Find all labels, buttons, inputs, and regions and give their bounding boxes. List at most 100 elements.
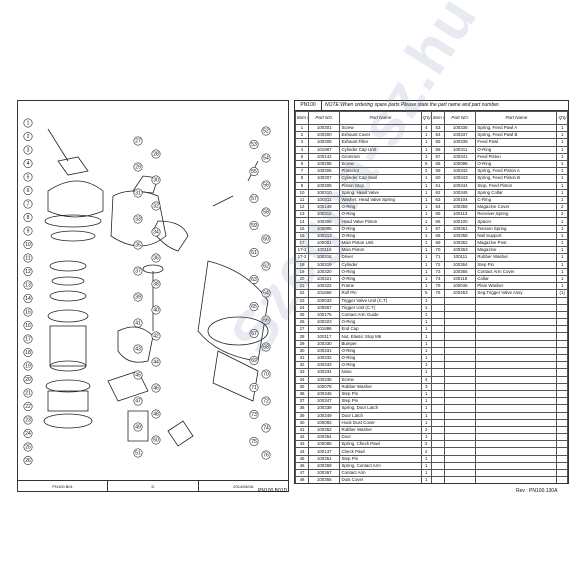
diagram-callouts: 1234567891011121314151617181920212223242… (23, 118, 271, 465)
cell-part-name: O-Ring (339, 274, 422, 284)
cell-part-name: Cylinder (339, 260, 422, 269)
callout-bubble (261, 288, 271, 298)
callout-number: 37 (135, 269, 141, 275)
cell-part-no (444, 353, 477, 363)
callout-number: 32 (153, 204, 159, 210)
callout-bubble (249, 221, 259, 231)
cell-item-no: 70 (430, 246, 446, 255)
cell-qty: 1 (420, 203, 432, 212)
callout-number: 11 (25, 256, 30, 262)
cell-qty: 1 (556, 274, 568, 284)
callout-number: 48 (153, 412, 159, 418)
cell-item-no: 13 (295, 210, 310, 219)
cell-item-no: 17 (295, 238, 310, 248)
callout-bubble (23, 401, 33, 411)
callout-number: 61 (251, 250, 257, 256)
callout-bubble (133, 188, 143, 198)
col-part-name-2: Part Name (475, 111, 558, 125)
cell-qty (556, 389, 568, 399)
callout-number: 63 (251, 277, 257, 283)
cell-item-no (430, 440, 446, 449)
callout-bubble (133, 292, 143, 302)
cell-item-no: 71 (430, 253, 446, 262)
drawing-number: PN100.B01D (258, 488, 288, 494)
cell-qty (556, 310, 568, 320)
callout-bubble (23, 213, 33, 223)
cell-part-no: 100337 (444, 131, 477, 140)
callout-bubble (133, 214, 143, 224)
cell-item-no: 2 (295, 131, 310, 140)
callout-number: 9 (27, 229, 30, 235)
cell-qty: 2 (420, 167, 432, 176)
callout-number: 41 (135, 321, 141, 327)
callout-number: 3 (27, 148, 30, 154)
callout-bubble (23, 374, 33, 384)
callout-bubble (23, 186, 33, 196)
cell-part-name (475, 404, 558, 413)
callout-number: 66 (263, 318, 269, 324)
cell-qty: 1 (420, 433, 432, 442)
callout-bubble (151, 357, 161, 367)
cell-qty: 1 (556, 131, 568, 140)
cell-part-no: 100312 (308, 210, 341, 219)
cell-part-name: Spring, Feed Piston A (475, 167, 558, 176)
cell-qty: 2 (420, 440, 432, 449)
callout-number: 60 (263, 237, 269, 243)
callout-number: 33 (135, 217, 141, 223)
callout-bubble (249, 329, 259, 339)
cell-item-no: 18 (295, 260, 310, 269)
cell-qty (556, 296, 568, 305)
callout-number: 30 (153, 178, 159, 184)
cell-part-name (475, 382, 558, 391)
cell-part-name: Frame (339, 282, 422, 291)
callout-number: 18 (25, 350, 31, 356)
cell-item-no (430, 447, 446, 456)
callout-number: 75 (251, 439, 257, 445)
cell-item-no: 11 (295, 195, 310, 205)
cell-item-no (430, 433, 446, 442)
callout-bubble (133, 318, 143, 328)
drawing-rev-cell: D (108, 481, 199, 491)
cell-qty: 1 (420, 260, 432, 269)
cell-part-no (444, 339, 477, 348)
cell-part-name: Seg.Trigger Valve Assy (475, 289, 558, 298)
cell-part-no: 100306 (308, 167, 341, 176)
callout-bubble (23, 280, 33, 290)
cell-qty: 1 (420, 224, 432, 233)
callout-number: 14 (25, 296, 31, 302)
callout-number: 24 (25, 431, 31, 437)
cell-part-name: Receiver,Spring (475, 210, 558, 219)
cell-part-name: Cylinder Cap Seal (339, 174, 422, 183)
callout-number: 15 (25, 310, 31, 316)
cell-item-no: 19 (295, 267, 310, 276)
model-label: PN100 (295, 101, 322, 110)
cell-part-no: 100321 (308, 274, 341, 284)
callout-number: 36 (153, 256, 159, 262)
callout-bubble (23, 131, 33, 141)
cell-part-no (444, 425, 477, 435)
cell-part-name (475, 339, 558, 348)
callout-bubble (249, 194, 259, 204)
cell-part-no: 100368 (308, 461, 341, 471)
cell-part-name (475, 425, 558, 435)
col-part-name: Part Name (339, 111, 422, 125)
callout-number: 2 (27, 134, 30, 140)
cell-item-no: 35 (295, 382, 310, 391)
cell-item-no: 40 (295, 418, 310, 427)
cell-part-no (444, 375, 477, 384)
cell-part-no: 100078 (308, 382, 341, 391)
cell-part-name: Exhaust Filter (339, 138, 422, 147)
cell-qty: 1 (420, 411, 432, 420)
cell-part-no: 100339 (308, 404, 341, 413)
cell-qty: 1 (420, 246, 432, 255)
cell-qty (556, 361, 568, 370)
cell-item-no: 67 (430, 224, 446, 233)
